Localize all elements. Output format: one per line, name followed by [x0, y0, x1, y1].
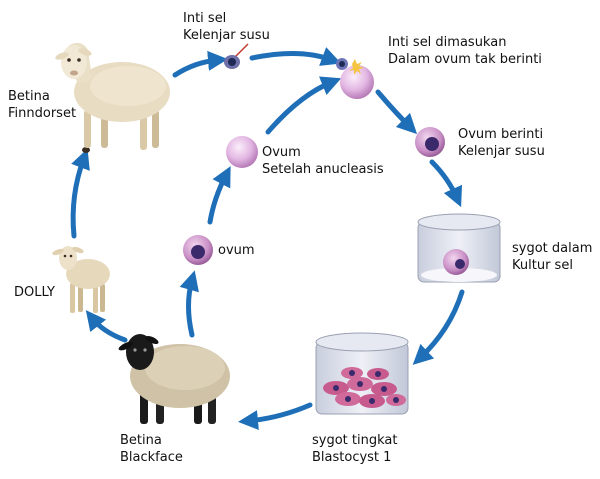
- arrow-ovum-to-enucleated: [207, 166, 231, 225]
- label-nucleated-ovum: Ovum berinti Kelenjar susu: [458, 127, 545, 159]
- culture-cells: [323, 367, 406, 408]
- label-finndorset: Betina Finndorset: [8, 89, 77, 121]
- fusion-ovum-icon: [336, 58, 374, 99]
- finndorset-sheep-icon: [55, 42, 170, 153]
- arrow-dolly-to-finndorset: [70, 148, 90, 239]
- blackface-sheep-icon: [118, 334, 230, 424]
- arrow-blackface-to-dolly: [85, 310, 128, 343]
- label-culture: sygot dalam Kultur sel: [512, 241, 593, 273]
- label-enucleated-ovum: Ovum Setelah anucleasis: [262, 145, 384, 177]
- arrow-culture-to-blastocyst: [412, 289, 465, 365]
- dolly-lamb-icon: [52, 246, 110, 313]
- arrow-fusion-to-ovum: [375, 89, 418, 135]
- arrow-ovum-to-culture: [429, 159, 463, 208]
- culture-jar-icon: [417, 213, 501, 283]
- enucleated-ovum-icon: [226, 136, 258, 168]
- cycle-arrows: [70, 47, 465, 431]
- label-somatic-cell: Inti sel Kelenjar susu: [183, 11, 270, 43]
- arrow-blastocyst-to-blackface: [238, 402, 313, 431]
- arrow-blackface-to-ovum: [179, 270, 199, 338]
- ovum-icon: [183, 235, 213, 265]
- label-ovum: ovum: [218, 243, 255, 258]
- label-fusion: Inti sel dimasukan Dalam ovum tak berint…: [388, 35, 542, 67]
- label-blastocyst: sygot tingkat Blastocyst 1: [312, 433, 398, 465]
- arrow-cell-to-fusion: [249, 47, 342, 66]
- arrow-sheep-to-cell: [172, 50, 228, 78]
- somatic-cell-icon: [224, 43, 249, 69]
- label-blackface: Betina Blackface: [120, 433, 183, 465]
- label-dolly: DOLLY: [14, 285, 55, 300]
- nucleated-ovum-icon: [415, 127, 445, 157]
- blastocyst-jar-icon: [315, 332, 409, 415]
- arrow-enucleated-to-fusion: [265, 76, 342, 135]
